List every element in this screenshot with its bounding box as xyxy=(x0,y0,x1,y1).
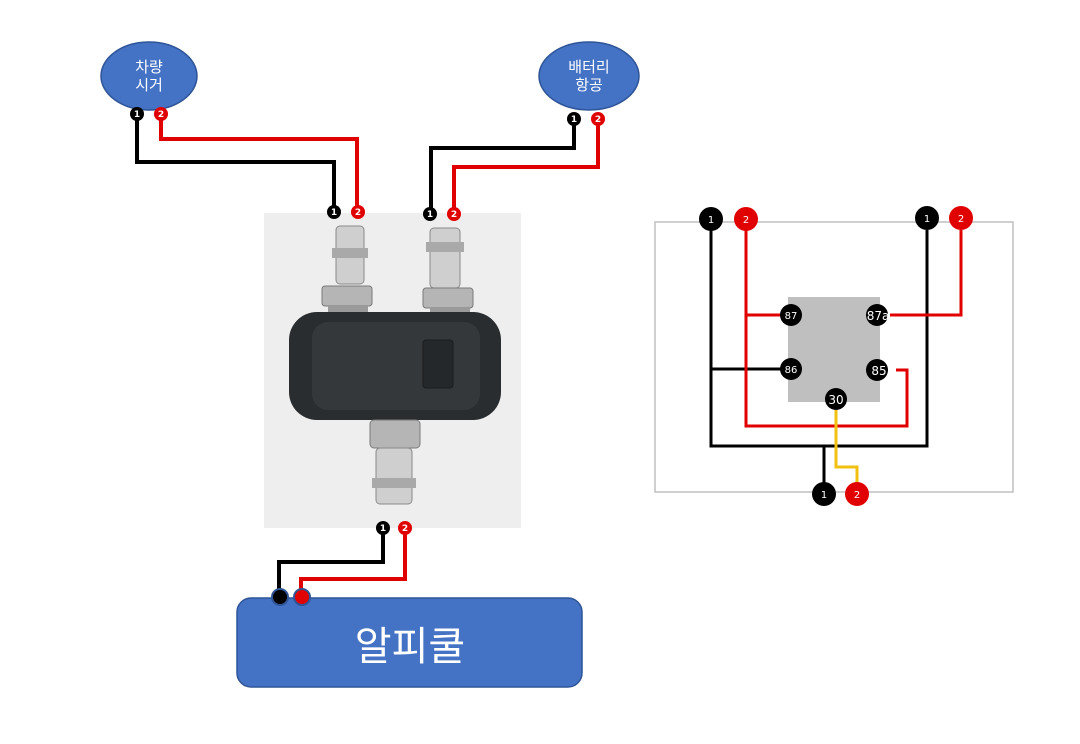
svg-text:87a: 87a xyxy=(867,309,890,323)
svg-text:2: 2 xyxy=(402,524,408,534)
svg-text:1: 1 xyxy=(134,110,140,120)
adapter-photo xyxy=(264,213,521,528)
adapter-right-pin-1: 1 xyxy=(423,207,437,221)
relay-pin-86: 86 xyxy=(780,358,802,380)
relay-wire-black-right xyxy=(824,230,929,448)
svg-text:2: 2 xyxy=(158,110,164,120)
svg-text:2: 2 xyxy=(595,115,601,125)
relay-pin-87: 87 xyxy=(780,304,802,326)
relay-top-right-pin-1: 1 xyxy=(915,206,939,230)
relay-body xyxy=(788,297,880,402)
svg-text:86: 86 xyxy=(785,365,798,376)
relay-wire-yellow-30 xyxy=(834,410,859,484)
relay-pin-85: 85 xyxy=(866,359,888,381)
svg-text:2: 2 xyxy=(355,208,361,218)
svg-text:85: 85 xyxy=(871,364,886,378)
svg-text:87: 87 xyxy=(785,311,798,322)
svg-text:30: 30 xyxy=(828,393,843,407)
adapter-right-pin-2: 2 xyxy=(447,207,461,221)
vehicle-cigar-label-line2: 시거 xyxy=(135,76,163,94)
svg-text:2: 2 xyxy=(854,490,860,501)
alpicool-pin-black xyxy=(271,588,289,606)
svg-text:1: 1 xyxy=(708,215,714,226)
svg-text:1: 1 xyxy=(427,210,433,220)
svg-text:2: 2 xyxy=(451,210,457,220)
relay-bottom-pin-1: 1 xyxy=(812,482,836,506)
svg-text:2: 2 xyxy=(743,215,749,226)
svg-text:1: 1 xyxy=(571,115,577,125)
wire-vehicle-black xyxy=(135,114,336,210)
battery-port-label-line1: 배터리 xyxy=(568,58,609,76)
wire-alpicool-red xyxy=(299,528,407,597)
svg-text:1: 1 xyxy=(924,214,930,225)
adapter-left-pin-1: 1 xyxy=(327,205,341,219)
wire-vehicle-red xyxy=(159,114,359,210)
alpicool-box: 알피쿨 xyxy=(236,597,583,688)
adapter-bottom-pin-1: 1 xyxy=(376,521,390,535)
relay-wire-red-87 xyxy=(744,230,909,428)
battery-pin-2: 2 xyxy=(591,112,605,126)
svg-text:2: 2 xyxy=(958,214,964,225)
svg-text:1: 1 xyxy=(821,490,827,501)
alpicool-label: 알피쿨 xyxy=(355,624,465,670)
alpicool-pin-red xyxy=(293,588,311,606)
adapter-left-pin-2: 2 xyxy=(351,205,365,219)
vehicle-cigar-label-line1: 차량 xyxy=(135,58,163,76)
battery-port-label-line2: 항공 xyxy=(575,76,603,94)
svg-text:1: 1 xyxy=(380,524,386,534)
relay-top-right-pin-2: 2 xyxy=(949,206,973,230)
adapter-bottom-pin-2: 2 xyxy=(398,521,412,535)
battery-port-node: 배터리 항공 xyxy=(538,41,640,111)
vehicle-pin-2: 2 xyxy=(154,107,168,121)
relay-bottom-pin-2: 2 xyxy=(845,482,869,506)
svg-text:1: 1 xyxy=(331,208,337,218)
relay-wire-black-left xyxy=(709,230,826,484)
relay-pin-30: 30 xyxy=(825,388,847,410)
vehicle-pin-1: 1 xyxy=(130,107,144,121)
relay-top-left-pin-2: 2 xyxy=(734,207,758,231)
wire-battery-black xyxy=(429,120,576,212)
wire-alpicool-black xyxy=(277,527,385,597)
wire-battery-red xyxy=(452,120,600,212)
relay-pin-87a: 87a xyxy=(866,304,889,326)
battery-pin-1: 1 xyxy=(567,112,581,126)
relay-wire-red-87a xyxy=(890,230,963,317)
vehicle-cigar-node: 차량 시거 xyxy=(100,41,198,111)
relay-top-left-pin-1: 1 xyxy=(699,207,723,231)
